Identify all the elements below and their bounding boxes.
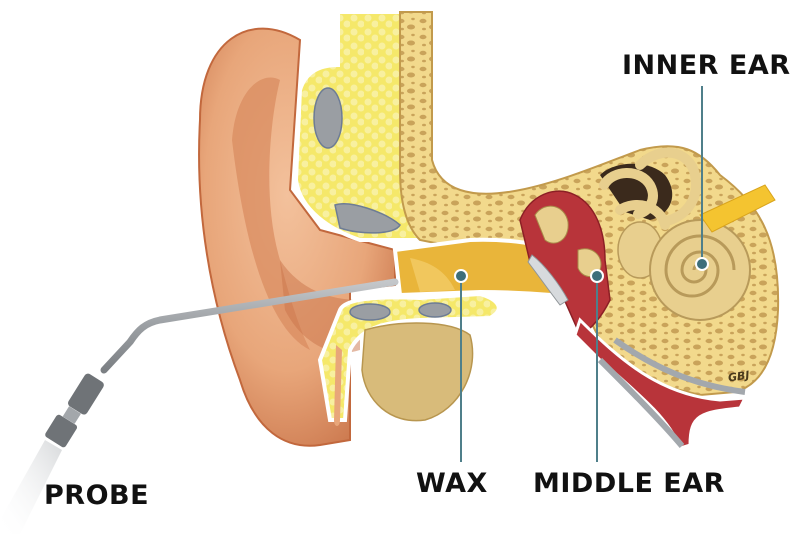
label-middle-ear: MIDDLE EAR bbox=[533, 468, 725, 499]
leader-lines bbox=[454, 86, 709, 462]
lower-cartilage bbox=[317, 291, 501, 426]
label-inner-ear: INNER EAR bbox=[622, 50, 791, 81]
probe bbox=[0, 278, 399, 534]
middle-ear bbox=[519, 190, 748, 450]
label-probe: PROBE bbox=[44, 480, 150, 511]
label-wax: WAX bbox=[416, 468, 488, 499]
mastoid bbox=[361, 322, 474, 422]
